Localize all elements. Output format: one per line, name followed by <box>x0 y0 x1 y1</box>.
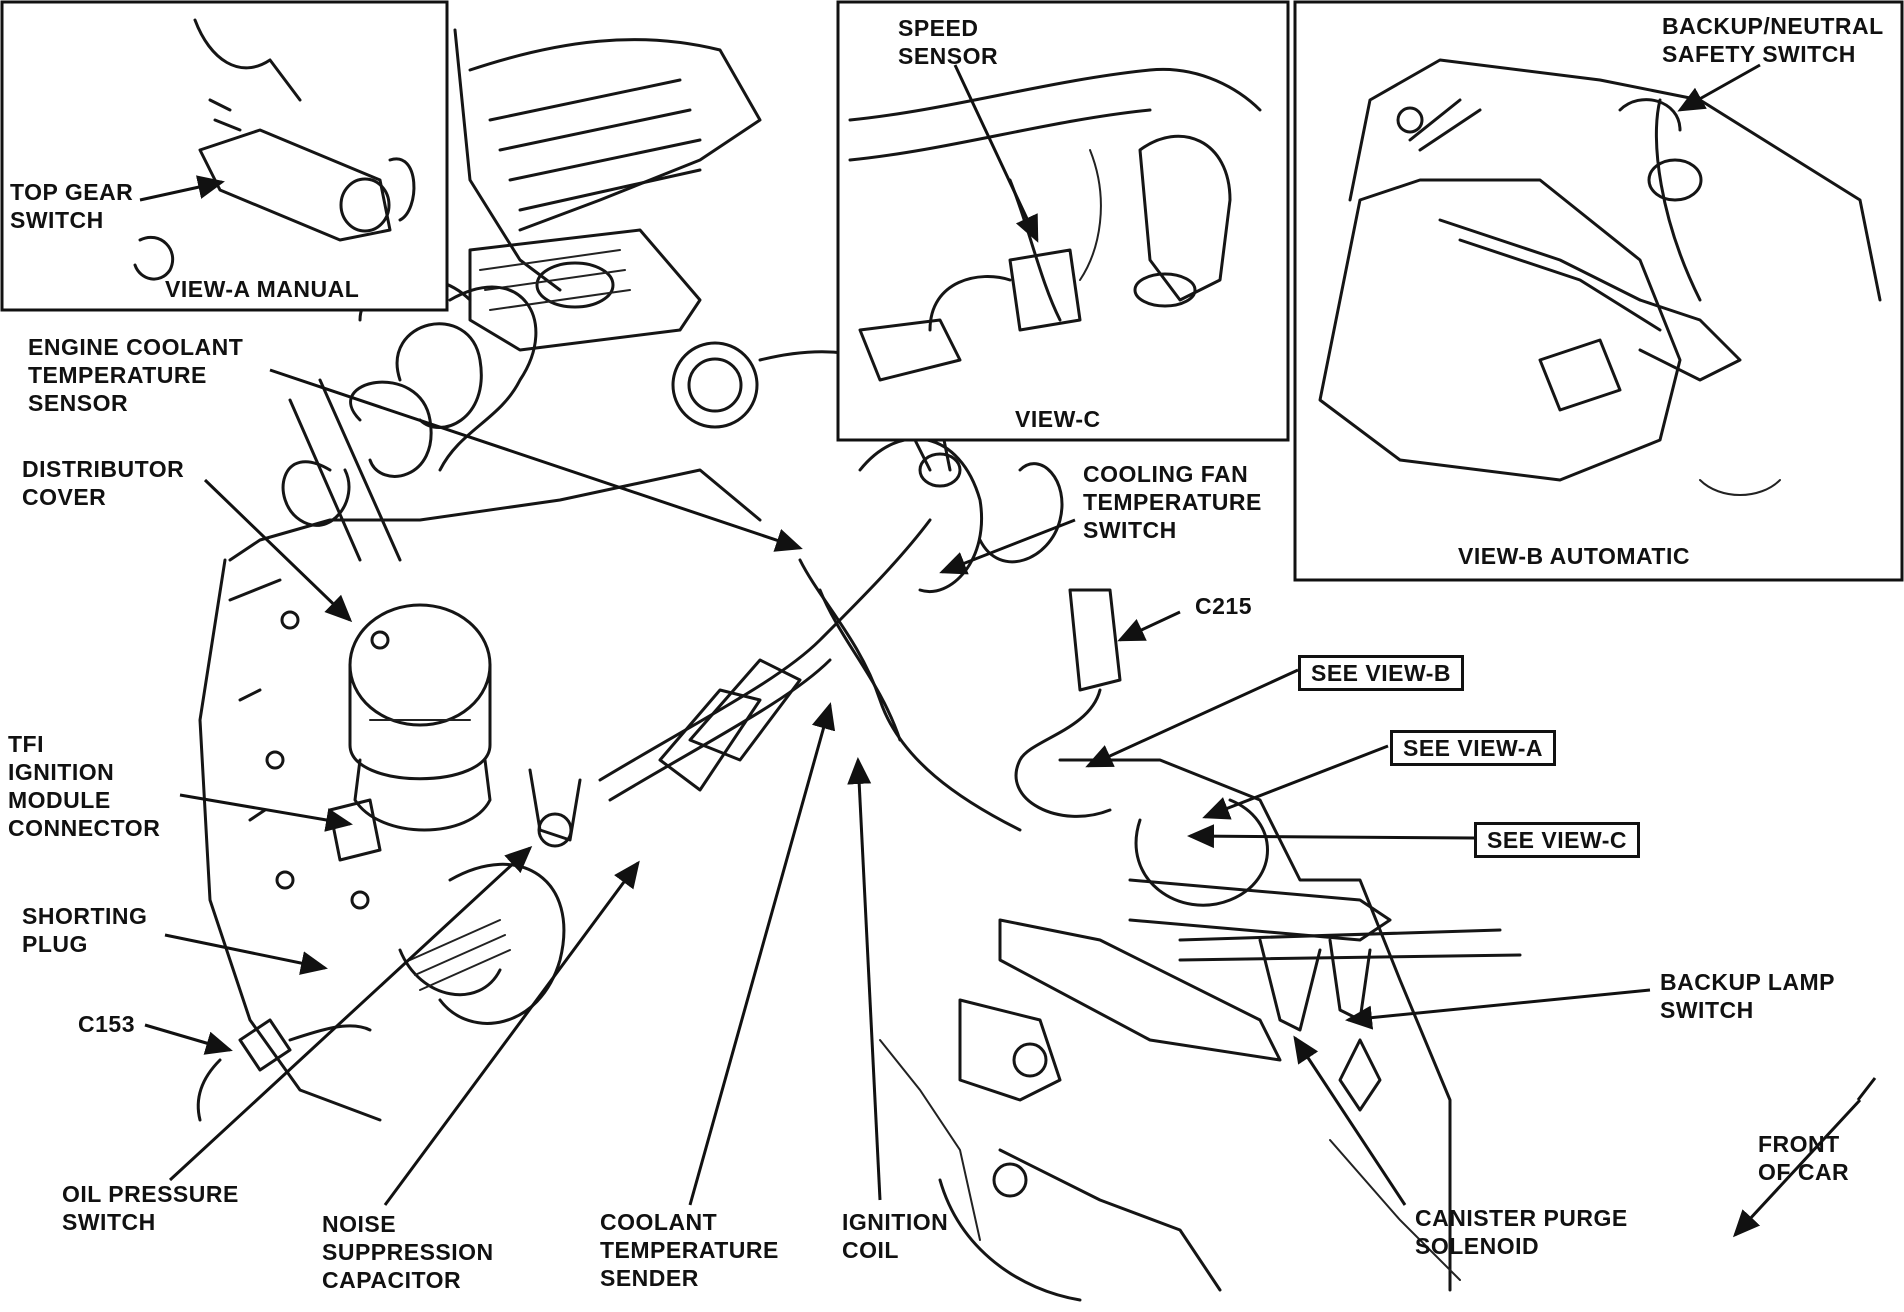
label-backup-neutral-safety-switch: BACKUP/NEUTRAL SAFETY SWITCH <box>1662 13 1884 67</box>
label-tfi-ignition-module-connector: TFI IGNITION MODULE CONNECTOR <box>8 731 161 841</box>
leader-coolant-sender <box>688 702 836 1206</box>
leader-tfi-module-connector <box>179 793 353 832</box>
label-see-view-b: SEE VIEW-B <box>1298 655 1465 691</box>
label-oil-pressure-switch: OIL PRESSURE SWITCH <box>62 1181 239 1235</box>
leader-lines <box>139 63 1877 1238</box>
leader-c215 <box>1117 610 1181 642</box>
label-front-of-car: FRONT OF CAR <box>1758 1131 1850 1185</box>
leader-oil-pressure-switch <box>168 845 533 1182</box>
label-c153: C153 <box>78 1011 135 1037</box>
leader-distributor-cover <box>203 478 353 623</box>
label-noise-suppression-capacitor: NOISE SUPPRESSION CAPACITOR <box>322 1211 494 1293</box>
leader-noise-capacitor <box>383 860 640 1206</box>
label-shorting-plug: SHORTING PLUG <box>22 903 148 957</box>
label-view-a-manual: VIEW-A MANUAL <box>165 276 360 302</box>
leader-backup-lamp-switch <box>1345 988 1651 1030</box>
leader-see-view-c <box>1187 824 1475 849</box>
leader-engine-coolant-sensor <box>269 368 803 552</box>
label-distributor-cover: DISTRIBUTOR COVER <box>22 456 185 510</box>
leader-ignition-coil <box>847 757 882 1201</box>
label-backup-lamp-switch: BACKUP LAMP SWITCH <box>1660 969 1836 1023</box>
label-see-view-c: SEE VIEW-C <box>1474 822 1641 858</box>
label-ignition-coil: IGNITION COIL <box>842 1209 949 1263</box>
label-top-gear-switch: TOP GEAR SWITCH <box>10 179 134 233</box>
leader-cooling-fan-switch <box>939 518 1076 575</box>
leader-canister-purge <box>1293 1035 1407 1206</box>
label-view-c: VIEW-C <box>1015 406 1101 432</box>
leader-speed-sensor <box>953 64 1039 243</box>
label-canister-purge-solenoid: CANISTER PURGE SOLENOID <box>1415 1205 1628 1259</box>
label-coolant-temperature-sender: COOLANT TEMPERATURE SENDER <box>600 1209 779 1291</box>
label-see-view-a: SEE VIEW-A <box>1390 730 1557 766</box>
leader-see-view-a <box>1202 744 1389 820</box>
leader-see-view-b <box>1085 668 1299 768</box>
leader-top-gear-switch <box>139 175 225 202</box>
inset-view-c-frame <box>836 0 1290 442</box>
label-speed-sensor: SPEED SENSOR <box>898 15 999 69</box>
engine-block-drawing <box>196 28 1522 1302</box>
label-c215: C215 <box>1195 593 1252 619</box>
label-engine-coolant-temperature-sensor: ENGINE COOLANT TEMPERATURE SENSOR <box>28 334 244 416</box>
leader-shorting-plug <box>164 933 328 975</box>
inset-view-b-frame <box>1293 0 1904 582</box>
leader-c153 <box>144 1023 233 1055</box>
leader-backup-neutral-switch <box>1677 63 1761 112</box>
front-of-car-arrow <box>1732 1098 1862 1238</box>
label-view-b-automatic: VIEW-B AUTOMATIC <box>1458 543 1690 569</box>
label-cooling-fan-temperature-switch: COOLING FAN TEMPERATURE SWITCH <box>1083 461 1262 543</box>
inset-view-a-frame <box>0 0 449 312</box>
